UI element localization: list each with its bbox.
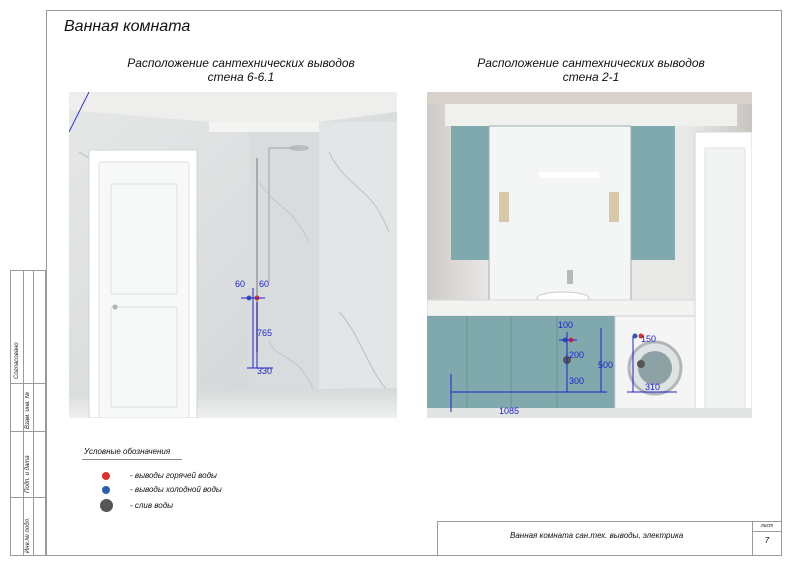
sheet-number: 7: [764, 536, 770, 545]
render-wall-2-image: 100 200 300 500 150 310 1085: [427, 92, 752, 418]
stamp-inv-label: Инв.№ подл.: [25, 517, 31, 553]
dim-1085: 1085: [499, 406, 519, 416]
stamp-approved-label: Согласовано: [14, 342, 20, 379]
dim-300: 300: [569, 376, 584, 386]
dim-60-left: 60: [235, 279, 245, 289]
dim-150: 150: [641, 334, 656, 344]
legend-title: Условные обозначения: [84, 447, 171, 456]
dim-765: 765: [257, 328, 272, 338]
stamp-sign-label: Подп. и дата: [25, 455, 31, 493]
legend-drain-label: - слив воды: [130, 501, 174, 510]
panel-right-title: Расположение сантехнических выводов стен…: [446, 56, 736, 84]
panel-right-title-line1: Расположение сантехнических выводов: [477, 56, 705, 70]
drawing-frame: [46, 10, 782, 556]
render-wall-6-image: 60 60 765 330: [69, 92, 397, 418]
sheet-number-cell: лист 7: [752, 522, 781, 555]
side-stamp: Согласовано Взам. инв. № Подп. и дата Ин…: [10, 270, 46, 556]
legend-hot-label: - выводы горячей воды: [130, 471, 217, 480]
panel-left-title-line2: стена 6-6.1: [207, 70, 275, 84]
dim-100: 100: [558, 320, 573, 330]
sheet-title: Ванная комната: [64, 18, 191, 35]
legend-cold-label: - выводы холодной воды: [130, 485, 222, 494]
panel-right-title-line2: стена 2-1: [562, 70, 620, 84]
sheet-label: лист: [753, 523, 781, 532]
panel-left-title-line1: Расположение сантехнических выводов: [127, 56, 355, 70]
dim-200: 200: [569, 350, 584, 360]
dim-330: 330: [257, 366, 272, 376]
legend-underline: [82, 459, 182, 460]
dim-500: 500: [598, 360, 613, 370]
title-block: Ванная комната сан.тех. выводы, электрик…: [437, 521, 782, 556]
hot-water-icon: [102, 472, 110, 480]
dim-310: 310: [645, 382, 660, 392]
title-block-description: Ванная комната сан.тех. выводы, электрик…: [510, 531, 684, 540]
drain-icon: [100, 499, 113, 512]
render-wall-6: 60 60 765 330: [69, 92, 397, 418]
panel-left-title: Расположение сантехнических выводов стен…: [96, 56, 386, 84]
stamp-replace-label: Взам. инв. №: [25, 391, 31, 429]
dim-60-right: 60: [259, 279, 269, 289]
cold-water-icon: [102, 486, 110, 494]
render-wall-2: 100 200 300 500 150 310 1085: [427, 92, 752, 418]
